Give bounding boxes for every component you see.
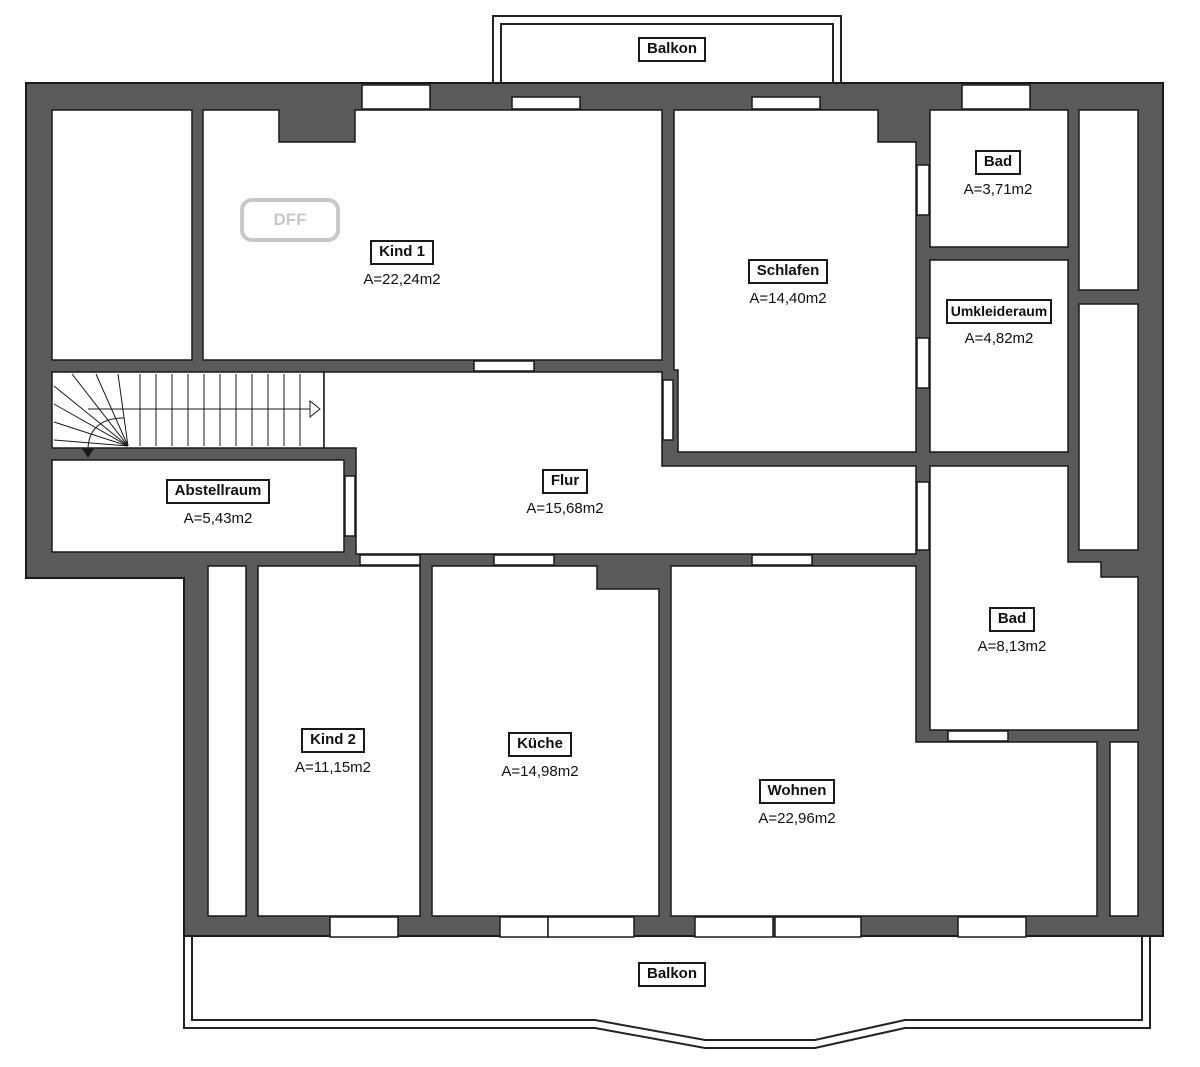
floor-storage-left <box>51 109 193 361</box>
floor-schlafen <box>673 109 917 453</box>
windows <box>329 84 1031 938</box>
floor-closet-right-top <box>1078 109 1139 291</box>
balcony-bottom <box>183 935 1151 1049</box>
floor-wohnen <box>670 565 1098 917</box>
floor-bad2 <box>929 465 1139 731</box>
staircase <box>53 373 321 458</box>
floor-closet-bottom-right <box>1109 741 1139 917</box>
floor-closet-bottom-left <box>207 565 247 917</box>
balcony-top <box>492 15 842 87</box>
floor-abstellraum <box>51 459 345 553</box>
floor-kind1 <box>202 109 663 361</box>
floor-kueche <box>431 565 660 917</box>
watermark-logo: DFF <box>240 198 340 242</box>
floor-umkleideraum <box>929 259 1069 453</box>
floor-closet-right-mid <box>1078 303 1139 551</box>
floor-flur <box>323 371 917 555</box>
floor-kind2 <box>257 565 421 917</box>
floor-bad1 <box>929 109 1069 248</box>
room-floors <box>51 109 1139 917</box>
